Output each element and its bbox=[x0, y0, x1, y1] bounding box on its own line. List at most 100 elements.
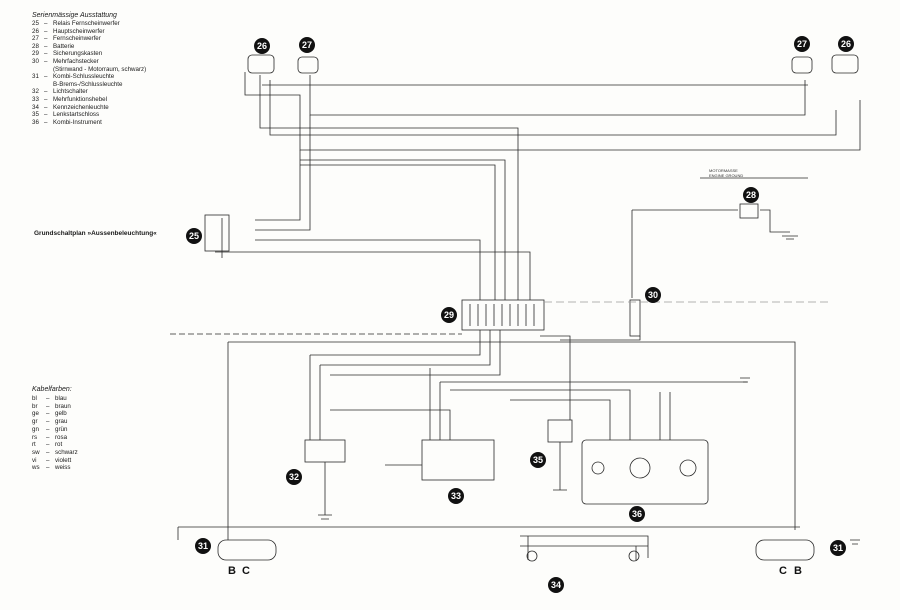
engine-ground-label: MOTORMASSE bbox=[709, 168, 738, 173]
wire bbox=[330, 330, 501, 376]
callout-29: 29 bbox=[441, 307, 457, 323]
svg-text:32: 32 bbox=[289, 472, 299, 482]
high-beam-27-left bbox=[297, 56, 319, 74]
svg-text:27: 27 bbox=[797, 39, 807, 49]
svg-text:28: 28 bbox=[746, 190, 756, 200]
tail-light-31-right bbox=[755, 539, 815, 561]
legend-item: 33–Mehrfunktionshebel bbox=[32, 95, 108, 103]
headlamp-26-right bbox=[831, 54, 859, 74]
headlamp-26-left bbox=[247, 54, 275, 74]
ignition-lock-35-body bbox=[547, 419, 573, 443]
wire bbox=[269, 80, 837, 136]
legend-item: 25–Relais Fernscheinwerfer bbox=[32, 20, 120, 27]
cable-color-item: rs–rosa bbox=[32, 433, 68, 441]
engine-ground-label: ENGINE GROUND bbox=[709, 173, 743, 178]
svg-text:29: 29 bbox=[444, 310, 454, 320]
light-switch-32-body bbox=[304, 439, 346, 463]
plug-letter: C bbox=[242, 565, 250, 577]
legend-item: 34–Kennzeichenleuchte bbox=[32, 103, 109, 111]
callout-32: 32 bbox=[286, 469, 302, 485]
high-beam-27-right bbox=[791, 56, 813, 74]
wire bbox=[520, 535, 649, 558]
cable-color-item: rt–rot bbox=[32, 441, 63, 449]
wire bbox=[255, 150, 301, 221]
multi-plug-30 bbox=[629, 299, 641, 337]
legend-item-continuation: B-Brems-/Schlussleuchte bbox=[53, 80, 123, 88]
callout-33: 33 bbox=[448, 488, 464, 504]
callout-26: 26 bbox=[254, 38, 270, 54]
plug-letter: C bbox=[779, 565, 787, 577]
ground-symbol bbox=[740, 377, 750, 383]
callout-31: 31 bbox=[830, 540, 846, 556]
cable-color-item: br–braun bbox=[32, 402, 71, 410]
cable-color-item: vi–violett bbox=[32, 456, 72, 464]
legend-item: 36–Kombi-Instrument bbox=[32, 118, 102, 126]
wire bbox=[300, 164, 496, 300]
wire bbox=[309, 75, 806, 116]
ground-symbol bbox=[850, 539, 860, 545]
callout-30: 30 bbox=[645, 287, 661, 303]
wire bbox=[255, 239, 481, 300]
legend-item: 35–Lenkstartschloss bbox=[32, 111, 100, 119]
svg-text:25: 25 bbox=[189, 231, 199, 241]
tail-light-31-left bbox=[217, 539, 277, 561]
ground-symbol bbox=[782, 235, 798, 240]
fuse-slots bbox=[469, 304, 535, 326]
wire bbox=[255, 115, 311, 231]
legend-item: 30–Mehrfachstecker bbox=[32, 57, 99, 65]
svg-text:35: 35 bbox=[533, 455, 543, 465]
wire bbox=[228, 341, 796, 530]
cable-color-item: bl–blau bbox=[32, 395, 67, 402]
svg-text:31: 31 bbox=[833, 543, 843, 553]
gauge-icon bbox=[591, 461, 605, 475]
wire bbox=[553, 442, 567, 491]
wire bbox=[330, 409, 451, 440]
svg-text:26: 26 bbox=[257, 41, 267, 51]
callout-36: 36 bbox=[629, 506, 645, 522]
legend-item: 32–Lichtschalter bbox=[32, 88, 88, 96]
wire bbox=[527, 536, 637, 560]
wire bbox=[560, 336, 641, 341]
svg-text:34: 34 bbox=[551, 580, 561, 590]
wire bbox=[310, 330, 481, 356]
callout-27: 27 bbox=[299, 37, 315, 53]
wire bbox=[320, 330, 491, 366]
cable-color-item: ws–weiss bbox=[32, 464, 71, 472]
wire bbox=[760, 209, 790, 233]
cable-colors-title: Kabelfarben: bbox=[32, 386, 72, 393]
svg-text:27: 27 bbox=[302, 40, 312, 50]
callout-28: 28 bbox=[743, 187, 759, 203]
wire bbox=[540, 335, 571, 420]
battery-28-body bbox=[739, 203, 759, 219]
wire bbox=[259, 75, 519, 300]
legend-item: 29–Sicherungskasten bbox=[32, 50, 103, 58]
gauge-icon bbox=[629, 457, 651, 479]
legend-item: 26–Hauptscheinwerfer bbox=[32, 27, 105, 35]
plate-light-34-left bbox=[526, 550, 538, 562]
relay-25-body bbox=[204, 214, 230, 252]
fuse-box-29 bbox=[461, 299, 545, 331]
plug-letter: B bbox=[228, 565, 236, 577]
legend-item-continuation: (Stirnwand - Motorraum, schwarz) bbox=[53, 65, 147, 73]
callout-35: 35 bbox=[530, 452, 546, 468]
cable-color-item: ge–gelb bbox=[32, 410, 67, 418]
wire bbox=[450, 389, 631, 440]
svg-text:33: 33 bbox=[451, 491, 461, 501]
callout-25: 25 bbox=[186, 228, 202, 244]
cable-color-item: sw–schwarz bbox=[32, 448, 78, 456]
diagram-subtitle: Grundschaltplan »Aussenbeleuchtung« bbox=[34, 230, 157, 237]
wire bbox=[215, 251, 531, 300]
svg-text:30: 30 bbox=[648, 290, 658, 300]
cable-colors-legend: bl–blau br–braun ge–gelb gr–grau gn–grün… bbox=[32, 395, 78, 472]
instrument-cluster-36 bbox=[581, 439, 709, 505]
legend-item: 28–Batterie bbox=[32, 42, 75, 50]
callout-27: 27 bbox=[794, 36, 810, 52]
gauge-icon bbox=[679, 459, 697, 477]
plate-light-34-right bbox=[628, 550, 640, 562]
ground-symbol bbox=[318, 462, 332, 520]
wire bbox=[244, 72, 861, 151]
svg-text:31: 31 bbox=[198, 541, 208, 551]
svg-text:26: 26 bbox=[841, 39, 851, 49]
cable-color-item: gr–grau bbox=[32, 418, 68, 426]
svg-text:36: 36 bbox=[632, 509, 642, 519]
